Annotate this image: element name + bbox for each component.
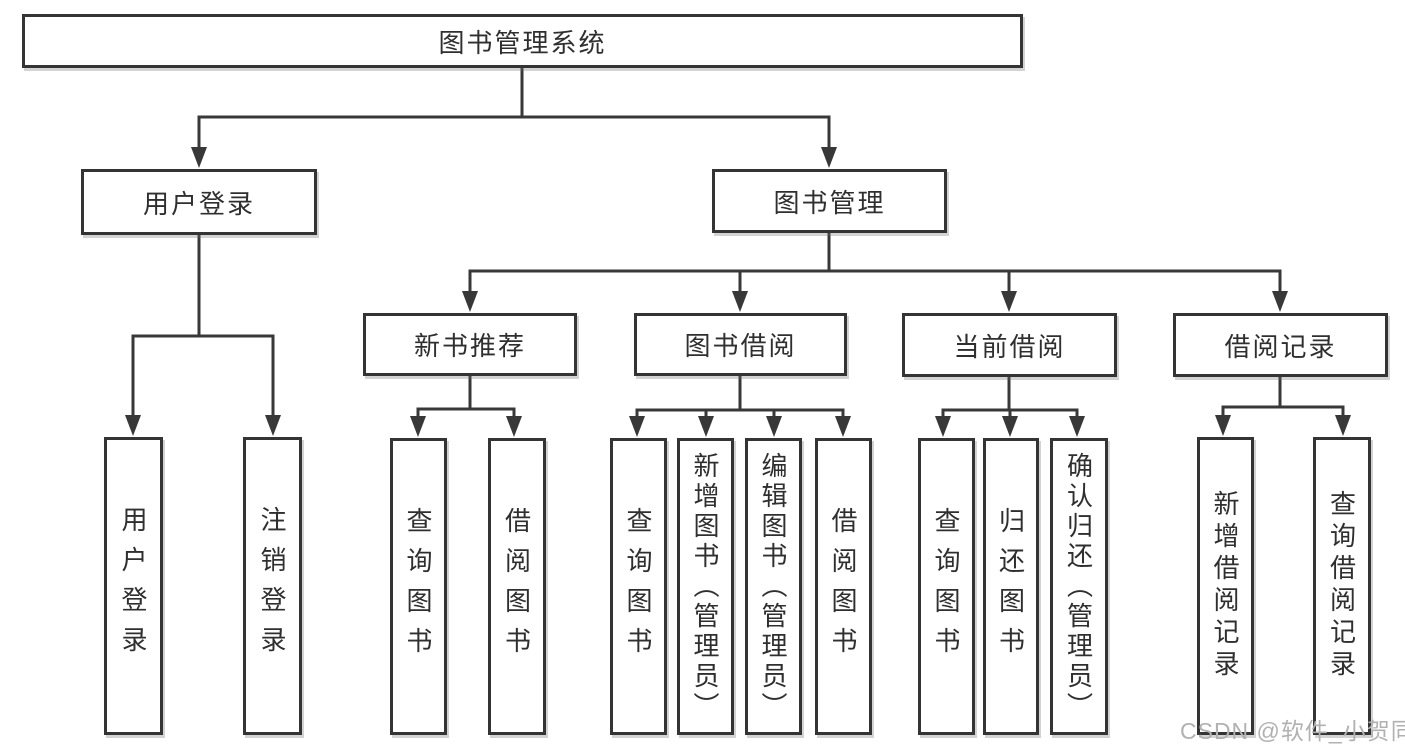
leaf-records-add-record: 新增借阅记录 (1197, 437, 1254, 735)
leaf-newbook-borrow-books-label: 借阅图书 (501, 506, 532, 667)
edge-current-to-leaves (935, 377, 1085, 437)
edge-root-to-level1 (191, 68, 837, 168)
leaf-newbook-borrow-books: 借阅图书 (488, 438, 546, 735)
node-user-login-module: 用户登录 (81, 169, 317, 235)
leaf-current-return-books-label: 归还图书 (995, 506, 1026, 667)
leaf-current-query-books: 查询图书 (918, 438, 975, 735)
node-root-system: 图书管理系统 (22, 14, 1023, 68)
leaf-user-logout: 注销登录 (243, 437, 302, 735)
leaf-records-add-record-label: 新增借阅记录 (1210, 490, 1240, 682)
node-current-borrowing: 当前借阅 (902, 313, 1117, 377)
leaf-borrow-edit-books-admin-label: 编辑图书（管理员） (758, 451, 788, 722)
leaf-borrow-query-books-label: 查询图书 (623, 506, 653, 667)
node-book-management-module: 图书管理 (712, 169, 947, 233)
leaf-current-return-books: 归还图书 (983, 438, 1039, 735)
leaf-borrow-query-books: 查询图书 (610, 438, 667, 735)
leaf-user-logout-label: 注销登录 (257, 506, 287, 666)
leaf-records-query-record: 查询借阅记录 (1313, 437, 1371, 735)
leaf-user-login: 用户登录 (104, 437, 163, 735)
node-borrowing-records: 借阅记录 (1173, 313, 1388, 377)
leaf-records-query-record-label: 查询借阅记录 (1326, 490, 1357, 682)
leaf-borrow-edit-books-admin: 编辑图书（管理员） (745, 438, 802, 735)
leaf-current-confirm-return-admin-label: 确认归还（管理员） (1063, 451, 1094, 722)
leaf-borrow-add-books-admin-label: 新增图书（管理员） (690, 451, 720, 722)
leaf-user-login-label: 用户登录 (118, 506, 148, 666)
node-borrowing-records-label: 借阅记录 (1224, 331, 1337, 362)
leaf-borrow-borrow-books-label: 借阅图书 (828, 506, 858, 667)
leaf-current-query-books-label: 查询图书 (931, 506, 961, 667)
edge-records-to-leaves (1215, 377, 1351, 436)
leaf-borrow-add-books-admin: 新增图书（管理员） (677, 438, 734, 735)
node-new-book-recommend-label: 新书推荐 (413, 331, 526, 361)
node-user-login-module-label: 用户登录 (142, 188, 255, 219)
leaf-borrow-borrow-books: 借阅图书 (815, 438, 872, 735)
node-book-borrowing: 图书借阅 (634, 313, 847, 376)
node-current-borrowing-label: 当前借阅 (953, 331, 1066, 362)
node-book-borrowing-label: 图书借阅 (684, 331, 797, 361)
csdn-watermark: CSDN @软件_小贺同学 (1180, 718, 1405, 744)
node-book-management-module-label: 图书管理 (773, 187, 886, 218)
edge-newbook-to-leaves (410, 376, 522, 437)
edge-borrow-to-leaves (629, 376, 851, 437)
node-new-book-recommend: 新书推荐 (363, 313, 577, 376)
node-root-system-label: 图书管理系统 (438, 27, 607, 58)
edge-bookmgmt-to-level2 (462, 232, 1288, 312)
edge-userlogin-to-leaves (125, 235, 281, 436)
leaf-newbook-query-books-label: 查询图书 (403, 506, 433, 667)
leaf-newbook-query-books: 查询图书 (390, 438, 447, 735)
leaf-current-confirm-return-admin: 确认归还（管理员） (1050, 438, 1108, 735)
